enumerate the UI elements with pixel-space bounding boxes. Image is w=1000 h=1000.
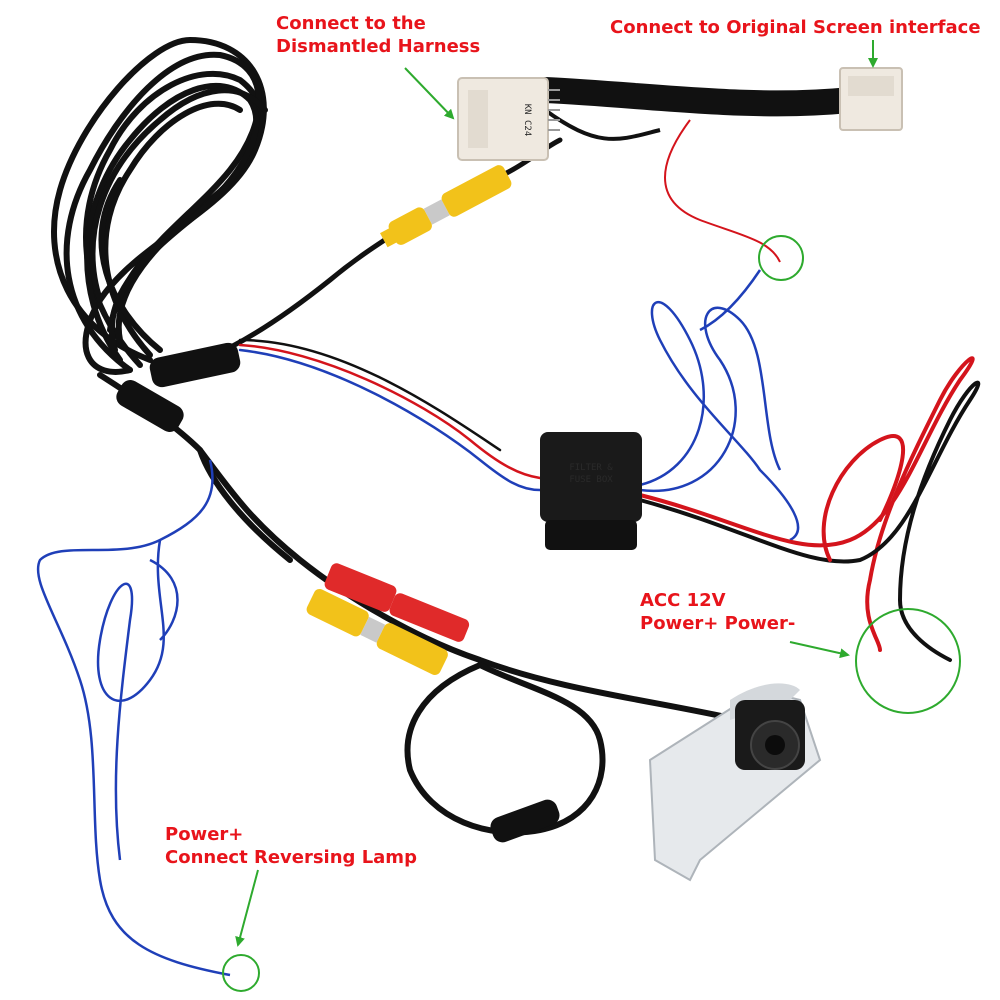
- harness-arrow: [404, 67, 455, 120]
- acc-label-line1: ACC 12V: [640, 590, 726, 611]
- harness-sleeve: [532, 77, 863, 141]
- reversing-camera: [648, 683, 822, 882]
- video-rca-connector: [380, 165, 512, 248]
- filter-box-label-line1: FILTER &: [569, 463, 613, 473]
- screen-red-wire-callout: [758, 235, 804, 281]
- original-screen-connector: [839, 67, 903, 131]
- coiled-extension-cable: [51, 36, 268, 375]
- reversing-arrow: [235, 869, 259, 947]
- dismantled-harness-connector: KN C24: [457, 77, 560, 161]
- blue-wire-loops-right: [639, 269, 800, 542]
- original-screen-label: Connect to Original Screen interface: [610, 17, 981, 38]
- dismantled-harness-label-line2: Dismantled Harness: [276, 36, 481, 57]
- reversing-lamp-callout: [222, 954, 260, 992]
- inline-junctions: [116, 342, 560, 843]
- filter-box-label-line2: FUSE BOX: [569, 475, 613, 485]
- acc-arrow: [789, 641, 850, 659]
- camera-rca-connectors: [306, 563, 470, 675]
- harness-connector-label: KN C24: [522, 104, 532, 137]
- reversing-lamp-label-line2: Connect Reversing Lamp: [165, 847, 417, 868]
- signal-wires: [238, 338, 542, 492]
- acc-wires-callout: [855, 608, 961, 714]
- acc-power-wires: [638, 356, 981, 662]
- reversing-lamp-label-line1: Power+: [165, 824, 244, 845]
- callout-markers: [222, 40, 961, 992]
- filter-fuse-box: FILTER & FUSE BOX: [540, 432, 642, 550]
- dismantled-harness-label: Connect to the Dismantled Harness: [276, 12, 480, 58]
- dismantled-harness-label-line1: Connect to the: [276, 13, 426, 34]
- reversing-lamp-blue-wire: [36, 459, 231, 977]
- reversing-lamp-label: Power+ Connect Reversing Lamp: [165, 823, 417, 869]
- acc-label-line2: Power+ Power-: [640, 613, 796, 634]
- screen-red-wire: [664, 119, 781, 263]
- acc-label: ACC 12V Power+ Power-: [640, 589, 795, 635]
